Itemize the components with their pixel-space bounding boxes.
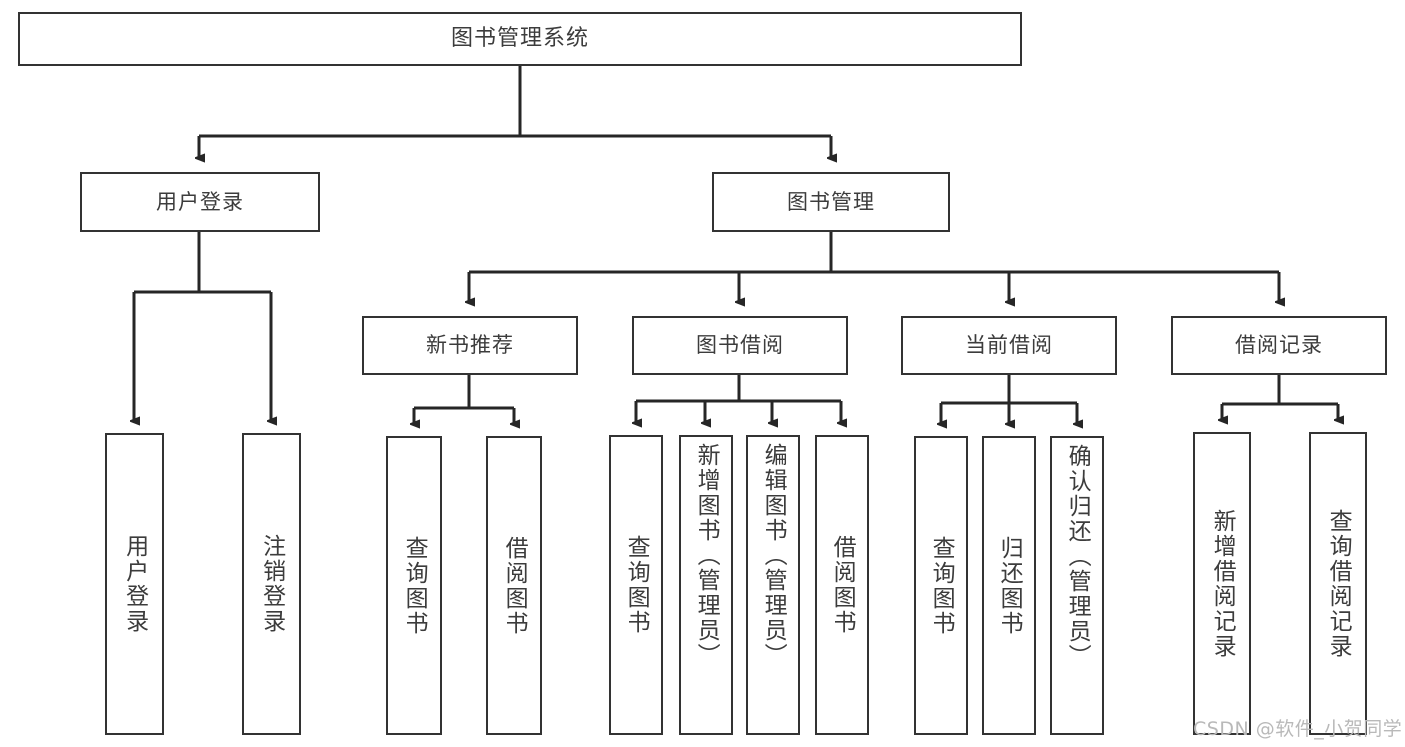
leaf-query-book-rec[interactable]: 查询图书 — [386, 436, 442, 735]
leaf-borrow-book-rec[interactable]: 借阅图书 — [486, 436, 542, 735]
leaf-add-borrow-record[interactable]: 新增借阅记录 — [1193, 432, 1251, 735]
leaf-borrow-book[interactable]: 借阅图书 — [815, 435, 869, 735]
leaf-logout[interactable]: 注销登录 — [242, 433, 301, 735]
leaf-edit-book-admin[interactable]: 编辑图书（管理员） — [746, 435, 800, 735]
node-label: 借阅记录 — [1235, 333, 1323, 358]
leaf-user-login[interactable]: 用户登录 — [105, 433, 164, 735]
csdn-watermark: CSDN @软件_小贺同学 — [1193, 718, 1403, 740]
node-borrow-record[interactable]: 借阅记录 — [1171, 316, 1387, 375]
node-label: 查询图书 — [401, 535, 428, 636]
node-label: 新增图书（管理员） — [693, 443, 720, 668]
node-label: 图书管理 — [787, 189, 875, 214]
node-label: 查询借阅记录 — [1325, 508, 1352, 659]
node-user-login[interactable]: 用户登录 — [80, 172, 320, 232]
node-current-borrow[interactable]: 当前借阅 — [901, 316, 1117, 375]
node-label: 确认归还（管理员） — [1064, 444, 1091, 669]
node-new-book-recommend[interactable]: 新书推荐 — [362, 316, 578, 375]
node-label: 编辑图书（管理员） — [760, 443, 787, 668]
node-label: 当前借阅 — [965, 333, 1053, 358]
node-root-system[interactable]: 图书管理系统 — [18, 12, 1022, 66]
leaf-return-book[interactable]: 归还图书 — [982, 436, 1036, 735]
node-label: 借阅图书 — [829, 535, 856, 635]
node-label: 图书借阅 — [696, 333, 784, 358]
node-book-borrow[interactable]: 图书借阅 — [632, 316, 848, 375]
node-label: 新增借阅记录 — [1209, 508, 1236, 659]
node-label: 新书推荐 — [426, 333, 514, 358]
node-label: 注销登录 — [258, 534, 285, 634]
leaf-add-book-admin[interactable]: 新增图书（管理员） — [679, 435, 733, 735]
leaf-confirm-return-admin[interactable]: 确认归还（管理员） — [1050, 436, 1104, 735]
node-label: 查询图书 — [623, 535, 650, 635]
node-label: 图书管理系统 — [450, 26, 589, 52]
node-label: 用户登录 — [121, 534, 148, 634]
node-label: 用户登录 — [156, 189, 244, 214]
leaf-query-book-current[interactable]: 查询图书 — [914, 436, 968, 735]
leaf-query-book-borrow[interactable]: 查询图书 — [609, 435, 663, 735]
node-label: 归还图书 — [996, 535, 1023, 636]
leaf-query-borrow-record[interactable]: 查询借阅记录 — [1309, 432, 1367, 735]
node-label: 查询图书 — [928, 535, 955, 636]
node-book-management[interactable]: 图书管理 — [712, 172, 950, 232]
node-label: 借阅图书 — [501, 535, 528, 636]
